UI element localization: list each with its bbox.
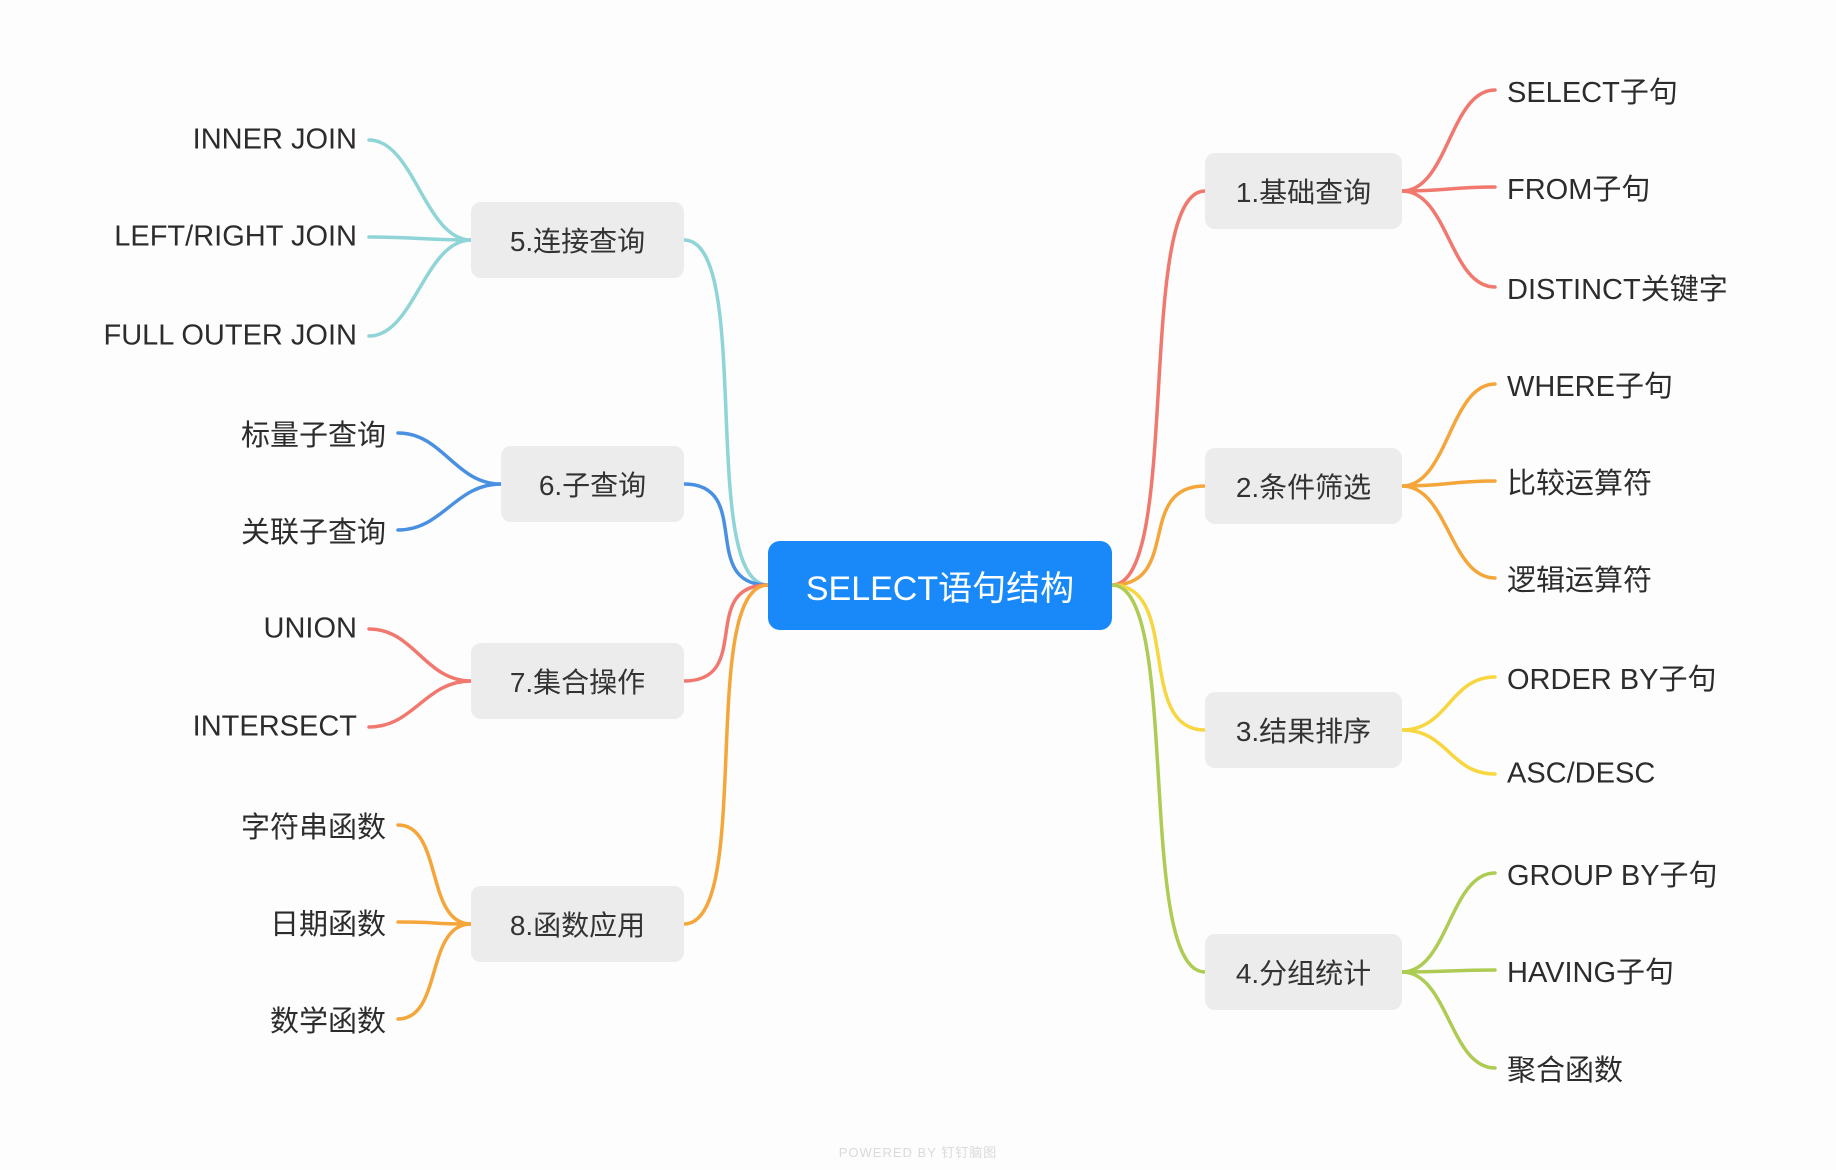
leaf-topic-2-2[interactable]: 比较运算符 [1507,468,1653,500]
leaf-topic-1-1[interactable]: SELECT子句 [1507,77,1678,109]
leaf-topic-5-2[interactable]: LEFT/RIGHT JOIN [114,220,357,253]
leaf-topic-4-3[interactable]: 聚合函数 [1507,1055,1624,1087]
leaf-topic-8-2[interactable]: 日期函数 [269,909,386,941]
leaf-topic-2-3[interactable]: 逻辑运算符 [1507,565,1653,597]
leaf-topic-6-2[interactable]: 关联子查询 [240,517,386,549]
connector-branch-2-leaf-1 [1400,382,1497,488]
branch-topic-4[interactable]: 4.分组统计 [1205,934,1402,1010]
connector-root-branch-2 [1110,484,1207,587]
connector-branch-3-leaf-2 [1400,728,1497,776]
powered-by-watermark: POWERED BY 钉钉脑图 [838,1145,998,1160]
leaf-topic-1-2[interactable]: FROM子句 [1507,174,1651,206]
connector-branch-7-leaf-2 [367,679,473,729]
connector-branch-7-leaf-1 [367,627,473,683]
leaf-topic-5-3[interactable]: FULL OUTER JOIN [103,319,357,352]
connector-root-branch-3 [1110,583,1207,732]
connector-branch-6-leaf-1 [396,431,503,486]
connector-branch-6-leaf-2 [396,482,503,532]
branch-topic-1[interactable]: 1.基础查询 [1205,153,1402,229]
connector-branch-3-leaf-1 [1400,675,1497,732]
leaf-topic-8-3[interactable]: 数学函数 [269,1006,386,1038]
connector-branch-8-leaf-2 [396,920,473,926]
connector-branch-2-leaf-2 [1400,479,1497,488]
leaf-topic-5-1[interactable]: INNER JOIN [192,123,357,156]
branch-topic-8[interactable]: 8.函数应用 [471,886,684,962]
connector-branch-8-leaf-1 [396,823,473,926]
connector-branch-2-leaf-3 [1400,484,1497,580]
connector-branch-4-leaf-3 [1400,970,1497,1070]
connector-branch-4-leaf-2 [1400,968,1497,974]
leaf-topic-1-3[interactable]: DISTINCT关键字 [1507,274,1728,306]
connector-branch-5-leaf-1 [367,138,473,242]
leaf-topic-7-1[interactable]: UNION [263,612,357,645]
connector-branch-5-leaf-3 [367,238,473,338]
leaf-topic-8-1[interactable]: 字符串函数 [240,812,386,844]
connector-root-branch-8 [682,583,770,926]
branch-topic-5[interactable]: 5.连接查询 [471,202,684,278]
branch-topic-6[interactable]: 6.子查询 [501,446,684,522]
branch-topic-3[interactable]: 3.结果排序 [1205,692,1402,768]
leaf-topic-4-2[interactable]: HAVING子句 [1507,957,1675,989]
leaf-topic-3-2[interactable]: ASC/DESC [1507,757,1656,790]
branch-topic-7[interactable]: 7.集合操作 [471,643,684,719]
connector-branch-1-leaf-1 [1400,88,1497,193]
leaf-topic-2-1[interactable]: WHERE子句 [1507,371,1673,403]
connector-root-branch-1 [1110,189,1207,587]
leaf-topic-4-1[interactable]: GROUP BY子句 [1507,860,1718,892]
leaf-topic-6-1[interactable]: 标量子查询 [240,420,386,452]
connector-root-branch-5 [682,238,770,587]
branch-topic-2[interactable]: 2.条件筛选 [1205,448,1402,524]
connector-branch-4-leaf-1 [1400,871,1497,974]
connector-branch-8-leaf-3 [396,922,473,1021]
connector-branch-1-leaf-2 [1400,185,1497,193]
connector-root-branch-7 [682,583,770,683]
connector-root-branch-4 [1110,583,1207,974]
connector-branch-1-leaf-3 [1400,189,1497,289]
connector-branch-5-leaf-2 [367,235,473,242]
leaf-topic-3-1[interactable]: ORDER BY子句 [1507,664,1717,696]
connector-root-branch-6 [682,482,770,587]
root-topic[interactable]: SELECT语句结构 [768,541,1112,630]
leaf-topic-7-2[interactable]: INTERSECT [192,710,357,743]
